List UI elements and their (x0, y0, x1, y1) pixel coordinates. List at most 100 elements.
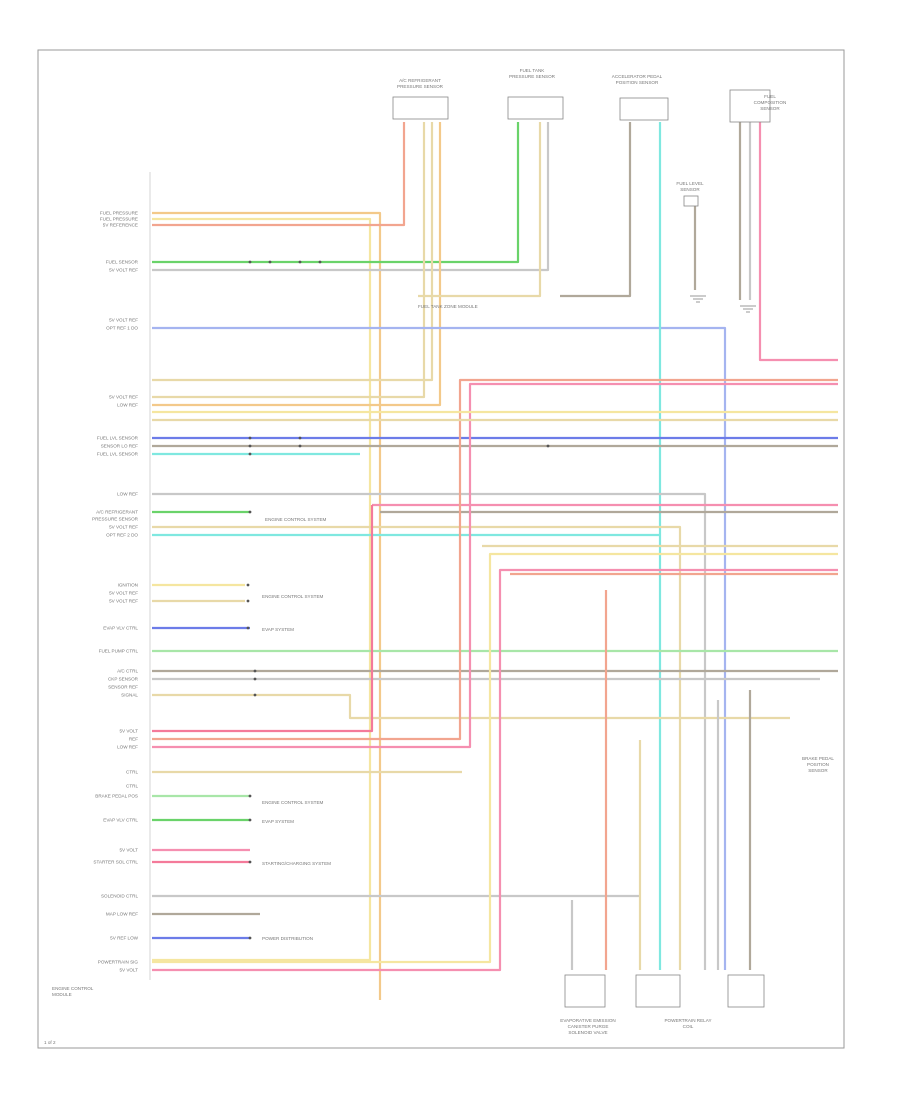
ecm-circuit-label: 5V VOLT REF (109, 525, 138, 530)
fuel-level-ground-icon (690, 295, 706, 303)
powertrain-relay-connector-b (727, 974, 765, 1008)
ecm-label-line2: MODULE (52, 992, 72, 997)
splice-dot (253, 693, 257, 697)
component-label: CANISTER PURGE (568, 1024, 609, 1029)
ecm-circuit-label: MAP LOW REF (106, 912, 138, 917)
ecm-circuit-label: LOW REF (117, 492, 138, 497)
component-label: SENSOR (680, 187, 700, 192)
component-label: A/C REFRIGERANT (399, 78, 441, 83)
component-label: COMPOSITION (754, 100, 787, 105)
splice-dot (246, 583, 250, 587)
splice-dot (248, 794, 252, 798)
wire-orange (152, 122, 442, 407)
ecm-circuit-label: CTRL (126, 784, 138, 789)
ecm-circuit-label: EVAP VLV CTRL (103, 626, 138, 631)
component-label: POSITION (807, 762, 829, 767)
ecm-circuit-label: OPT REF 1 DO (106, 326, 138, 331)
splice-dot (268, 260, 272, 264)
evap-solenoid-connector (564, 974, 606, 1008)
ecm-circuit-label: FUEL SENSOR (106, 260, 139, 265)
component-label: POWERTRAIN RELAY (664, 1018, 711, 1023)
ecm-circuit-label: 5V VOLT (119, 848, 138, 853)
component-label: FUEL TANK (520, 68, 546, 73)
ecm-circuit-label: FUEL LVL SENSOR (97, 436, 139, 441)
splice-dot (253, 669, 257, 673)
ecm-circuit-label: 5V VOLT REF (109, 599, 138, 604)
ecm-circuit-label: SOLENOID CTRL (101, 894, 138, 899)
wire-tan (152, 122, 426, 399)
component-label: PRESSURE SENSOR (509, 74, 556, 79)
ecm-circuit-label: 5V VOLT REF (109, 268, 138, 273)
component-label: SENSOR (808, 768, 828, 773)
splice-dot (248, 510, 252, 514)
component-label: BRAKE PEDAL (802, 756, 834, 761)
ecm-circuit-label: FUEL LVL SENSOR (97, 452, 139, 457)
component-label: FUEL LEVEL (676, 181, 704, 186)
ecm-circuit-label: 5V REF LOW (110, 936, 138, 941)
system-note: ENGINE CONTROL SYSTEM (262, 800, 324, 805)
ecm-circuit-label: BRAKE PEDAL POS (95, 794, 138, 799)
ecm-circuit-label: LOW REF (117, 403, 138, 408)
wire-pink (758, 122, 838, 362)
wire-tan (152, 693, 790, 720)
ecm-circuit-label: EVAP VLV CTRL (103, 818, 138, 823)
fuel-tank-pressure-sensor-connector (507, 96, 564, 120)
ecm-circuit-label: FUEL PRESSURE (100, 211, 138, 216)
splice-dot (253, 677, 257, 681)
system-note: ENGINE CONTROL SYSTEM (265, 517, 327, 522)
component-label: COIL (683, 1024, 694, 1029)
wire-pink (152, 382, 838, 749)
fuel-composition-sensor-connector (729, 89, 771, 123)
ecm-circuit-label: SIGNAL (121, 693, 138, 698)
system-note: ENGINE CONTROL SYSTEM (262, 594, 324, 599)
system-note: EVAP SYSTEM (262, 627, 294, 632)
ecm-circuit-label: POWERTRAIN SIG (98, 960, 139, 965)
ecm-circuit-label: 5V VOLT REF (109, 318, 138, 323)
system-note: STARTING/CHARGING SYSTEM (262, 861, 331, 866)
component-label: FUEL (764, 94, 776, 99)
component-boxes (392, 89, 771, 1008)
component-label: SOLENOID VALVE (568, 1030, 607, 1035)
splice-dot (546, 444, 550, 448)
wire-light-blue (152, 326, 727, 970)
ac-pressure-sensor-connector (392, 96, 449, 120)
ecm-circuit-label: FUEL PRESSURE (100, 217, 138, 222)
splice-dot (248, 452, 252, 456)
splice-dot (248, 260, 252, 264)
ecm-circuit-label: 5V VOLT REF (109, 395, 138, 400)
component-label: PRESSURE SENSOR (397, 84, 444, 89)
component-label: ACCELERATOR PEDAL (612, 74, 663, 79)
wire-gray (152, 122, 550, 272)
powertrain-relay-connector-a (635, 974, 681, 1008)
ecm-circuit-label: REF (129, 737, 138, 742)
wire-salmon (152, 122, 406, 227)
splice-dot (248, 444, 252, 448)
splice-dot (246, 599, 250, 603)
splice-dot (298, 444, 302, 448)
splice-dot (298, 260, 302, 264)
ecm-circuit-label: CTRL (126, 770, 138, 775)
accelerator-pedal-sensor-connector (619, 97, 669, 121)
ecm-circuit-label: CKP SENSOR (108, 677, 139, 682)
ecm-circuit-label: A/C CTRL (117, 669, 138, 674)
ecm-circuit-label: IGNITION (118, 583, 138, 588)
ecm-circuit-label: STARTER SOL CTRL (93, 860, 138, 865)
splice-dot (298, 436, 302, 440)
fuel-composition-ground-icon (740, 305, 756, 313)
wire-red-pink (152, 505, 374, 733)
splice-dot (248, 936, 252, 940)
footer-code: 1 of 2 (44, 1040, 56, 1045)
splice-dot (248, 436, 252, 440)
wire-green (152, 122, 520, 264)
splice-dot (246, 626, 250, 630)
splice-dot (318, 260, 322, 264)
wires-layer (152, 122, 838, 1000)
ecm-circuit-label: 5V VOLT (119, 968, 138, 973)
ecm-circuit-label: SENSOR REF (108, 685, 138, 690)
component-label: SENSOR (760, 106, 780, 111)
ecm-circuit-label: PRESSURE SENSOR (92, 517, 139, 522)
ecm-circuit-label: LOW REF (117, 745, 138, 750)
